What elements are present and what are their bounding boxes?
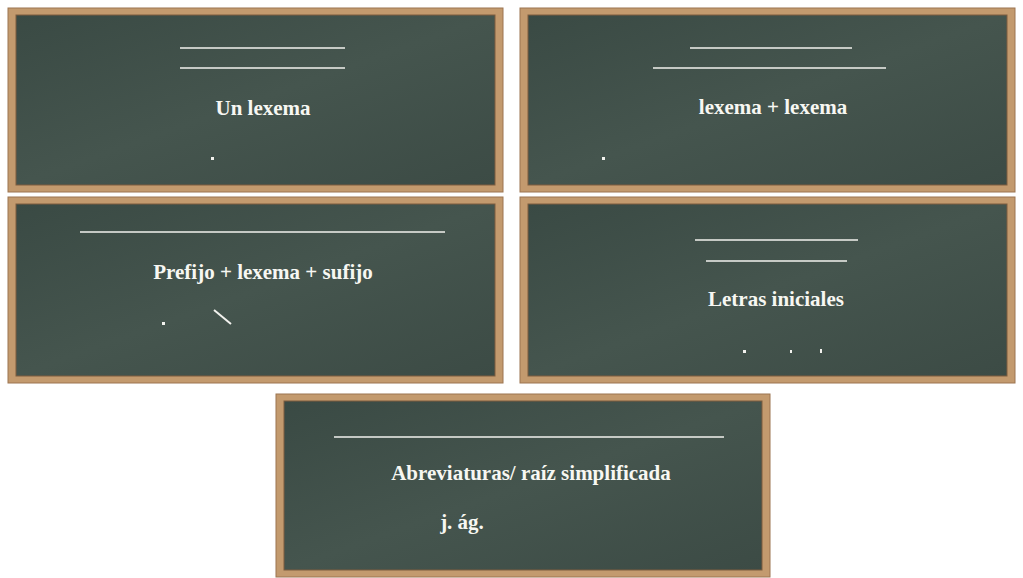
board-heading: Prefijo + lexema + sufijo — [153, 259, 373, 285]
chalk-lines — [80, 48, 886, 437]
board-heading: Letras iniciales — [708, 286, 844, 312]
board-heading: Abreviaturas/ raíz simplificada — [391, 460, 671, 486]
board-frames — [8, 8, 1015, 577]
chalkboard: Prefijo + lexema + sufijo — [8, 197, 503, 383]
chalkboard: Abreviaturas/ raíz simplificada j. ág. — [276, 394, 770, 577]
chalkboard: lexema + lexema — [520, 8, 1015, 192]
board-heading: Un lexema — [215, 95, 310, 121]
chalk-dots — [162, 157, 822, 353]
chalkboard: Letras iniciales — [520, 197, 1015, 383]
board-heading: lexema + lexema — [699, 94, 847, 120]
board-example: j. ág. — [440, 509, 484, 535]
chalkboard: Un lexema — [8, 8, 503, 192]
